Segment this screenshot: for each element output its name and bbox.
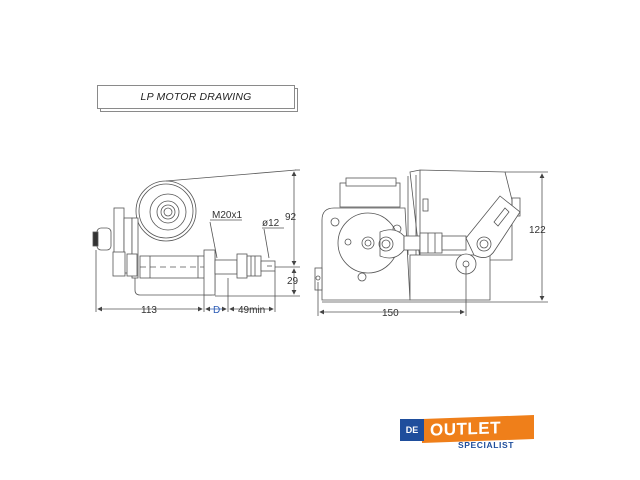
label-shaft-diameter: ø12 bbox=[262, 218, 280, 229]
logo-de-block: DE bbox=[400, 419, 424, 441]
logo-sub-text: SPECIALIST bbox=[458, 440, 515, 450]
left-side-view bbox=[92, 169, 300, 312]
label-width-150: 150 bbox=[382, 308, 399, 319]
label-thread: M20x1 bbox=[212, 210, 242, 221]
label-width-49min: 49min bbox=[238, 305, 265, 316]
outlet-specialist-logo: OUTLET DE SPECIALIST bbox=[400, 415, 540, 451]
label-height-92: 92 bbox=[285, 212, 297, 223]
logo-outlet-block: OUTLET bbox=[422, 415, 534, 443]
label-height-29: 29 bbox=[287, 276, 299, 287]
right-front-view bbox=[314, 169, 548, 316]
label-width-113: 113 bbox=[141, 305, 157, 316]
logo-main-text: OUTLET bbox=[430, 418, 501, 440]
drawing-title: LP MOTOR DRAWING bbox=[140, 91, 252, 103]
label-height-122: 122 bbox=[529, 225, 546, 236]
label-width-d: D bbox=[213, 305, 220, 316]
logo-prefix-text: DE bbox=[405, 425, 419, 435]
drawing-title-box: LP MOTOR DRAWING bbox=[97, 85, 295, 109]
